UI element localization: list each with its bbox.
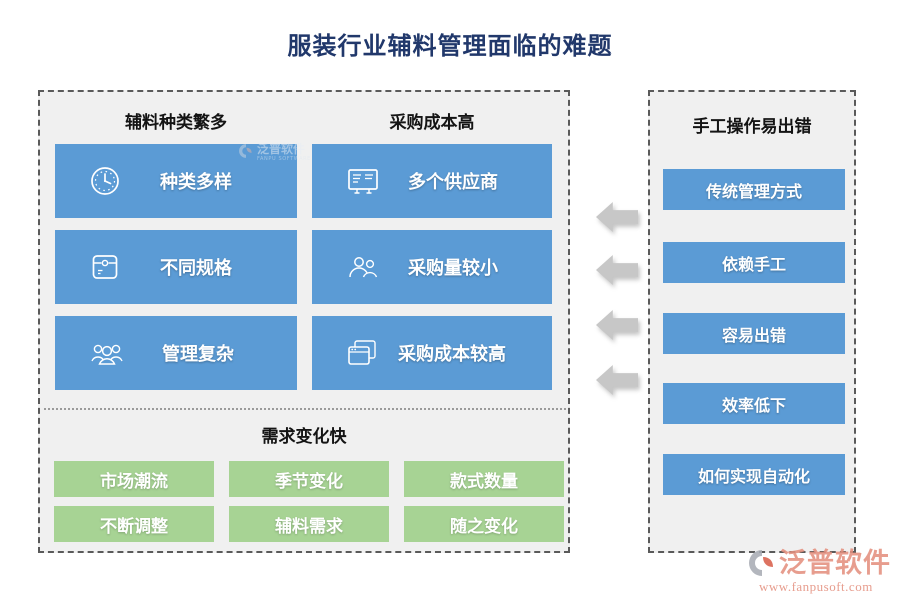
card-cost-1: 多个供应商 bbox=[312, 144, 552, 218]
card-label: 管理复杂 bbox=[162, 344, 234, 365]
problems-panel: 辅料种类繁多 采购成本高 种类多样 bbox=[38, 90, 570, 553]
demand-grid: 市场潮流 季节变化 款式数量 不断调整 辅料需求 随之变化 bbox=[54, 461, 564, 542]
card-variety-3: 管理复杂 bbox=[55, 316, 297, 390]
card-cost-2: 采购量较小 bbox=[312, 230, 552, 304]
watermark-subtitle: FANPU SOFTWARE bbox=[257, 156, 311, 162]
people-icon bbox=[346, 253, 380, 281]
section-header-variety: 辅料种类繁多 bbox=[125, 113, 227, 133]
manual-item: 如何实现自动化 bbox=[663, 454, 845, 495]
manual-item: 容易出错 bbox=[663, 313, 845, 354]
left-arrow-icon bbox=[596, 310, 638, 340]
footer-brand-name: 泛普软件 bbox=[779, 547, 891, 579]
demand-cell: 不断调整 bbox=[54, 506, 214, 542]
demand-cell: 款式数量 bbox=[404, 461, 564, 497]
demand-cell: 季节变化 bbox=[229, 461, 389, 497]
card-label: 不同规格 bbox=[160, 258, 232, 279]
left-arrow-icon bbox=[596, 365, 638, 395]
card-label: 种类多样 bbox=[160, 172, 232, 193]
fanpu-logo-icon bbox=[238, 143, 254, 159]
demand-cell: 市场潮流 bbox=[54, 461, 214, 497]
section-header-demand: 需求变化快 bbox=[261, 427, 347, 447]
manual-item: 依赖手工 bbox=[663, 242, 845, 283]
footer-brand-url: www.fanpusoft.com bbox=[759, 579, 873, 594]
left-arrow-icon bbox=[596, 255, 638, 285]
fanpu-logo-icon bbox=[747, 548, 777, 578]
card-label: 多个供应商 bbox=[408, 172, 498, 193]
watermark-brand: 泛普软件 bbox=[257, 142, 306, 156]
footer-brand: 泛普软件 www.fanpusoft.com bbox=[747, 548, 897, 595]
left-arrow-icon bbox=[596, 202, 638, 232]
demand-cell: 随之变化 bbox=[404, 506, 564, 542]
card-variety-2: 不同规格 bbox=[55, 230, 297, 304]
clock-icon bbox=[89, 165, 121, 197]
watermark-badge: 泛普软件 FANPU SOFTWARE bbox=[238, 143, 311, 162]
card-label: 采购量较小 bbox=[408, 258, 498, 279]
manual-item: 传统管理方式 bbox=[663, 169, 845, 210]
section-header-manual: 手工操作易出错 bbox=[692, 117, 812, 137]
manual-ops-panel: 手工操作易出错 传统管理方式 依赖手工 容易出错 效率低下 如何实现自动化 bbox=[648, 90, 856, 553]
page-title: 服装行业辅料管理面临的难题 bbox=[287, 32, 613, 60]
card-variety-1: 种类多样 bbox=[55, 144, 297, 218]
pouch-icon bbox=[89, 251, 121, 283]
section-header-cost: 采购成本高 bbox=[389, 113, 475, 133]
windows-icon bbox=[346, 338, 378, 368]
card-cost-3: 采购成本较高 bbox=[312, 316, 552, 390]
card-label: 采购成本较高 bbox=[398, 344, 506, 365]
demand-cell: 辅料需求 bbox=[229, 506, 389, 542]
manual-item: 效率低下 bbox=[663, 383, 845, 424]
group-icon bbox=[89, 339, 125, 367]
board-icon bbox=[346, 166, 380, 196]
section-divider bbox=[44, 408, 566, 410]
